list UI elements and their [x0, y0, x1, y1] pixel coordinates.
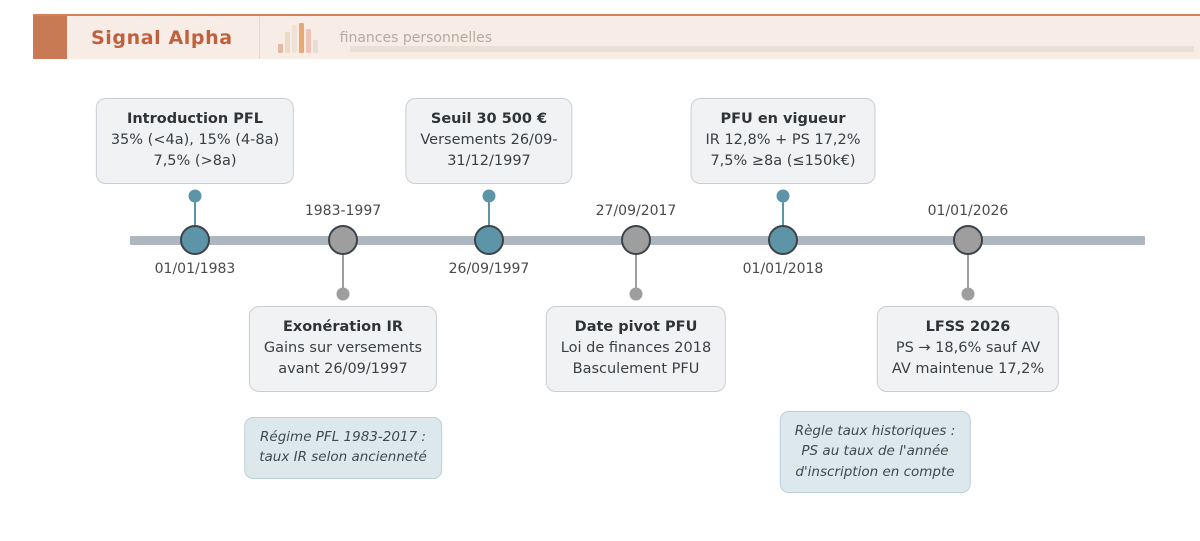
card-line: 31/12/1997: [447, 153, 531, 170]
card-line: AV maintenue 17,2%: [891, 361, 1045, 378]
card-line: 35% (<4a), 15% (4-8a): [110, 132, 280, 149]
connector-stem: [488, 196, 490, 240]
connector-stem: [194, 196, 196, 240]
connector-dot: [482, 189, 496, 203]
event-card-introduction-pfl[interactable]: Introduction PFL 35% (<4a), 15% (4-8a) 7,5…: [95, 98, 295, 185]
timeline-marker-seuil-30500[interactable]: [474, 225, 504, 255]
date-label-date-pivot-pfu: 27/09/2017: [595, 203, 677, 219]
card-line: Gains sur versements: [263, 340, 423, 357]
connector-dot: [188, 189, 202, 203]
event-card-exoneration-ir[interactable]: Exonération IR Gains sur versements avant …: [248, 306, 438, 393]
connector-dot: [776, 189, 790, 203]
connector-stem: [967, 240, 969, 294]
event-card-lfss-2026[interactable]: LFSS 2026 PS → 18,6% sauf AV AV maintenue …: [876, 306, 1060, 393]
bar-chart-icon: [277, 22, 318, 53]
note-regime-pfl: Régime PFL 1983-2017 : taux IR selon anci…: [244, 417, 442, 479]
header-accent-block: [33, 16, 67, 59]
card-line: 7,5% ≥8a (≤150k€): [710, 153, 856, 170]
note-line: Règle taux historiques :: [794, 423, 956, 439]
header-subtitle: finances personnelles: [339, 29, 492, 46]
connector-stem: [635, 240, 637, 294]
card-line: Versements 26/09-: [420, 132, 558, 149]
note-line: d'inscription en compte: [795, 463, 955, 480]
date-label-introduction-pfl: 01/01/1983: [154, 261, 236, 277]
connector-stem: [782, 196, 784, 240]
card-title: Introduction PFL: [126, 111, 264, 127]
date-label-seuil-30500: 26/09/1997: [448, 261, 530, 277]
timeline-marker-introduction-pfl[interactable]: [180, 225, 210, 255]
note-regle-taux: Règle taux historiques : PS au taux de l'…: [779, 411, 971, 493]
connector-dot: [336, 287, 350, 301]
date-label-lfss-2026: 01/01/2026: [927, 203, 1009, 219]
timeline-marker-lfss-2026[interactable]: [953, 225, 983, 255]
timeline-marker-exoneration-ir[interactable]: [328, 225, 358, 255]
timeline-marker-pfu-en-vigueur[interactable]: [768, 225, 798, 255]
timeline-marker-date-pivot-pfu[interactable]: [621, 225, 651, 255]
header-subtitle-container: finances personnelles: [260, 16, 1200, 59]
card-line: 7,5% (>8a): [153, 153, 237, 170]
card-line: PS → 18,6% sauf AV: [895, 340, 1041, 357]
card-line: IR 12,8% + PS 17,2%: [705, 132, 861, 149]
brand-title: Signal Alpha: [91, 26, 233, 49]
card-title: Seuil 30 500 €: [430, 111, 548, 127]
card-line: Basculement PFU: [572, 361, 700, 378]
note-line: Régime PFL 1983-2017 :: [260, 429, 426, 445]
card-line: avant 26/09/1997: [278, 361, 408, 378]
header-bar: Signal Alpha finances personnelles: [33, 14, 1200, 59]
card-title: Exonération IR: [282, 319, 404, 335]
card-title: PFU en vigueur: [720, 111, 846, 127]
date-label-pfu-en-vigueur: 01/01/2018: [742, 261, 824, 277]
date-label-exoneration-ir: 1983-1997: [304, 203, 382, 219]
connector-dot: [629, 287, 643, 301]
header-rule: [349, 46, 1194, 52]
brand-container: Signal Alpha: [67, 16, 260, 59]
connector-dot: [961, 287, 975, 301]
card-title: Date pivot PFU: [574, 319, 698, 335]
note-line: PS au taux de l'année: [801, 443, 949, 460]
connector-stem: [342, 240, 344, 294]
event-card-pfu-en-vigueur[interactable]: PFU en vigueur IR 12,8% + PS 17,2% 7,5% ≥8…: [690, 98, 876, 185]
event-card-seuil-30500[interactable]: Seuil 30 500 € Versements 26/09- 31/12/199…: [405, 98, 573, 185]
card-line: Loi de finances 2018: [560, 340, 712, 357]
card-title: LFSS 2026: [925, 319, 1011, 335]
note-line: taux IR selon ancienneté: [259, 449, 427, 466]
